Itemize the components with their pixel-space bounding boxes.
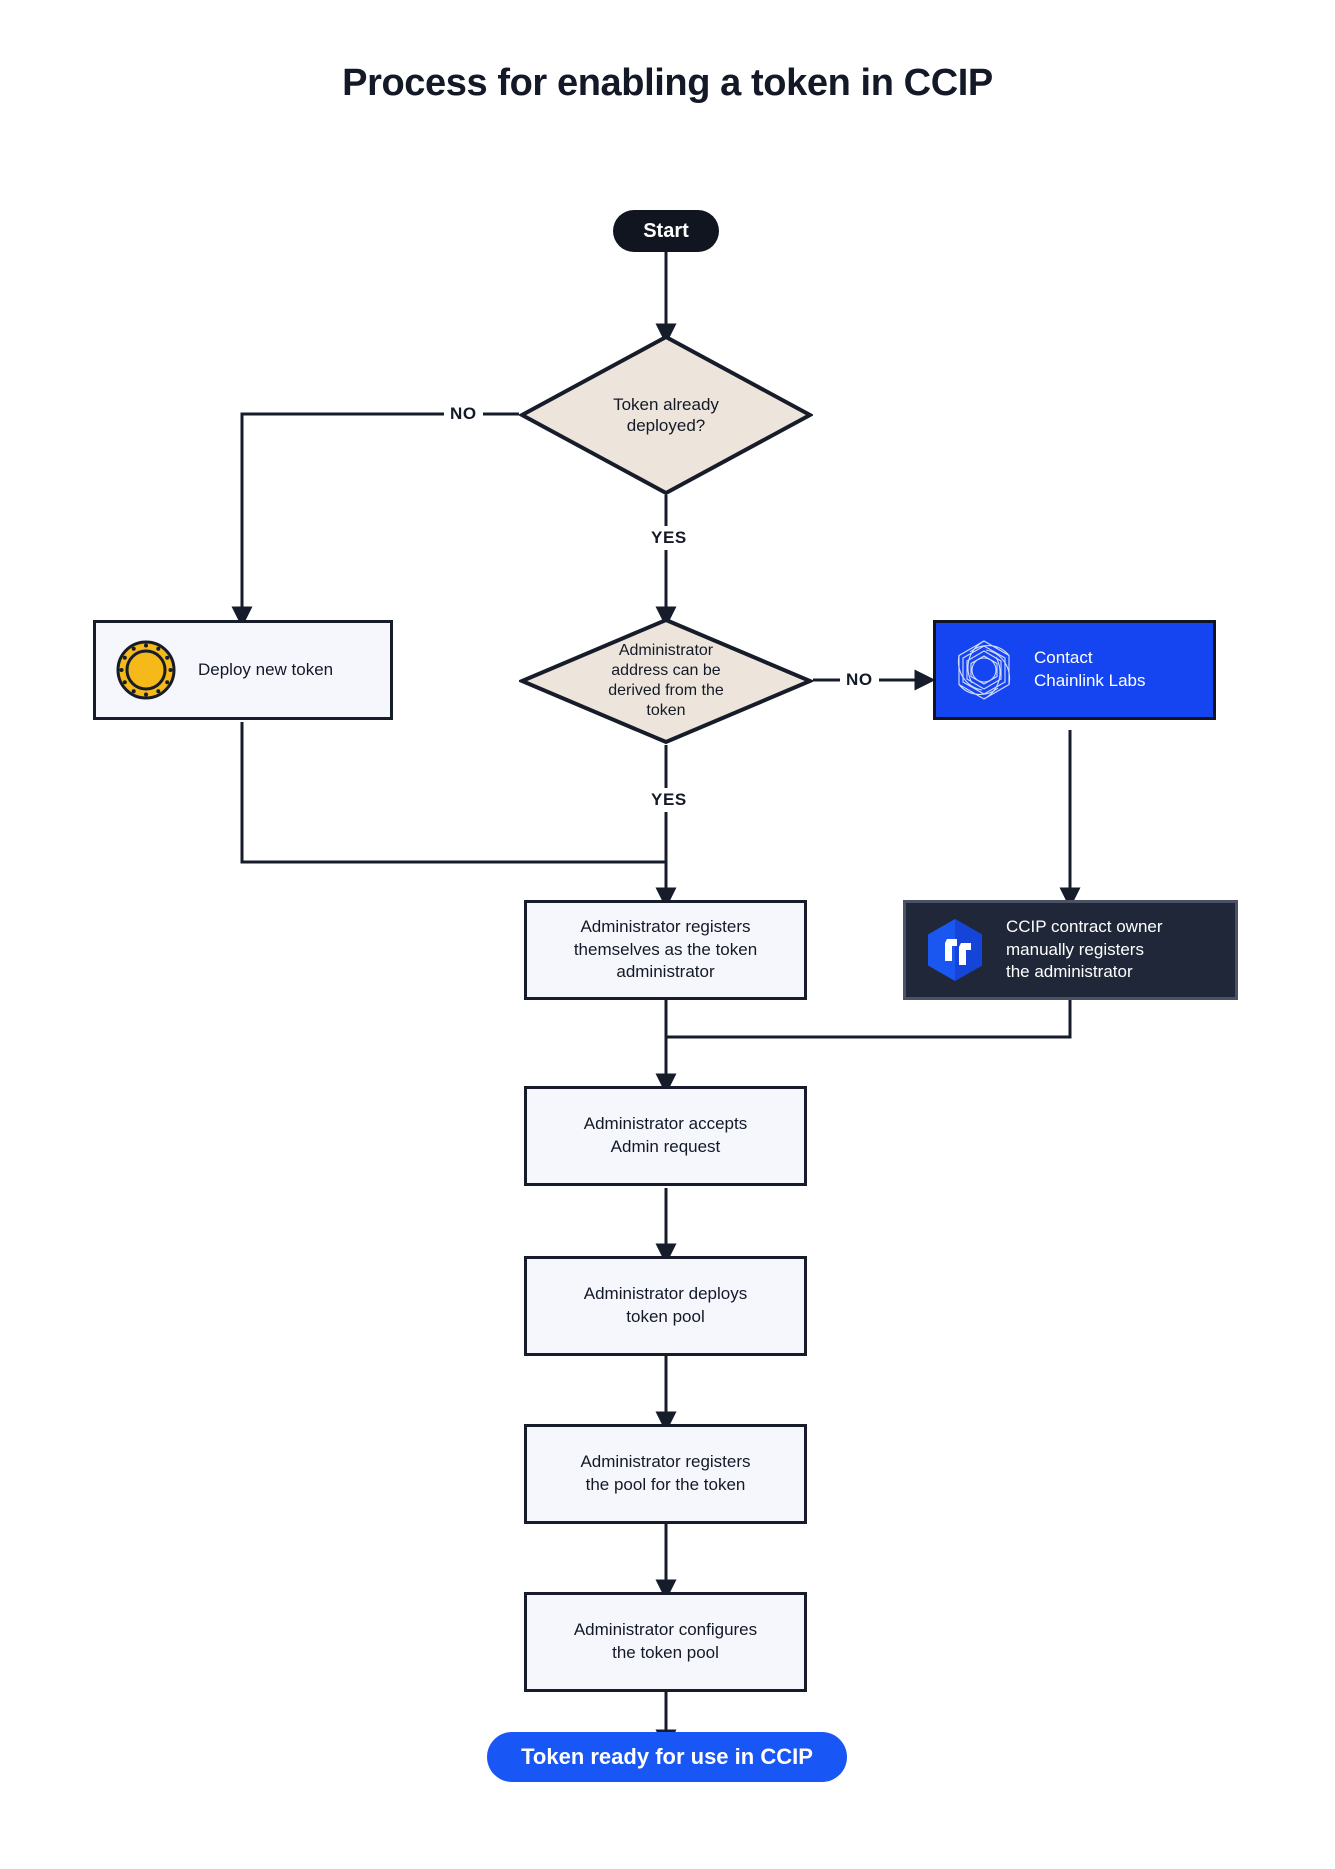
node-deploy-new-token-label: Deploy new token: [198, 659, 334, 679]
node-deploy-new-token[interactable]: Deploy new token: [93, 620, 393, 720]
node-admin-accepts-request[interactable]: Administrator accepts Admin request: [524, 1086, 807, 1186]
diamond-shape: [519, 334, 813, 496]
node-contact-chainlink-labs-label: Contact Chainlink Labs: [1034, 648, 1146, 690]
edge-label-deployed-yes: YES: [645, 526, 693, 550]
node-admin-accepts-request-label: Administrator accepts Admin request: [583, 1114, 748, 1156]
node-admin-configures-pool-label: Administrator configures the token pool: [573, 1620, 758, 1662]
node-token-ready-label: Token ready for use in CCIP: [521, 1744, 813, 1769]
page-title: Process for enabling a token in CCIP: [342, 62, 993, 104]
node-decision-token-deployed[interactable]: Token already deployed?: [519, 334, 813, 496]
edge-label-derived-yes: YES: [645, 788, 693, 812]
edge-label-derived-no: NO: [840, 668, 879, 692]
node-decision-token-deployed-label: Token already deployed?: [613, 394, 719, 435]
node-admin-registers-self[interactable]: Administrator registers themselves as th…: [524, 900, 807, 1000]
node-admin-deploys-pool[interactable]: Administrator deploys token pool: [524, 1256, 807, 1356]
chainlink-logo-icon: [957, 640, 1011, 700]
node-ccip-owner-registers[interactable]: CCIP contract owner manually registers t…: [903, 900, 1238, 1000]
node-admin-configures-pool[interactable]: Administrator configures the token pool: [524, 1592, 807, 1692]
gold-coin-icon: [116, 640, 176, 700]
node-admin-registers-pool[interactable]: Administrator registers the pool for the…: [524, 1424, 807, 1524]
node-start-label: Start: [643, 219, 689, 242]
ccip-hexagon-icon: [928, 919, 982, 981]
node-admin-registers-self-label: Administrator registers themselves as th…: [573, 916, 758, 982]
edge-label-deployed-no: NO: [444, 402, 483, 426]
node-contact-chainlink-labs[interactable]: Contact Chainlink Labs: [933, 620, 1216, 720]
diamond-shape: [519, 617, 813, 745]
node-admin-registers-pool-label: Administrator registers the pool for the…: [580, 1452, 751, 1494]
node-ccip-owner-registers-label: CCIP contract owner manually registers t…: [1006, 916, 1163, 982]
node-admin-deploys-pool-label: Administrator deploys token pool: [583, 1284, 748, 1326]
node-token-ready[interactable]: Token ready for use in CCIP: [487, 1732, 847, 1782]
node-decision-admin-derived-label: Administrator address can be derived fro…: [608, 642, 724, 719]
node-decision-admin-derived[interactable]: Administrator address can be derived fro…: [519, 617, 813, 745]
node-start[interactable]: Start: [613, 210, 719, 252]
